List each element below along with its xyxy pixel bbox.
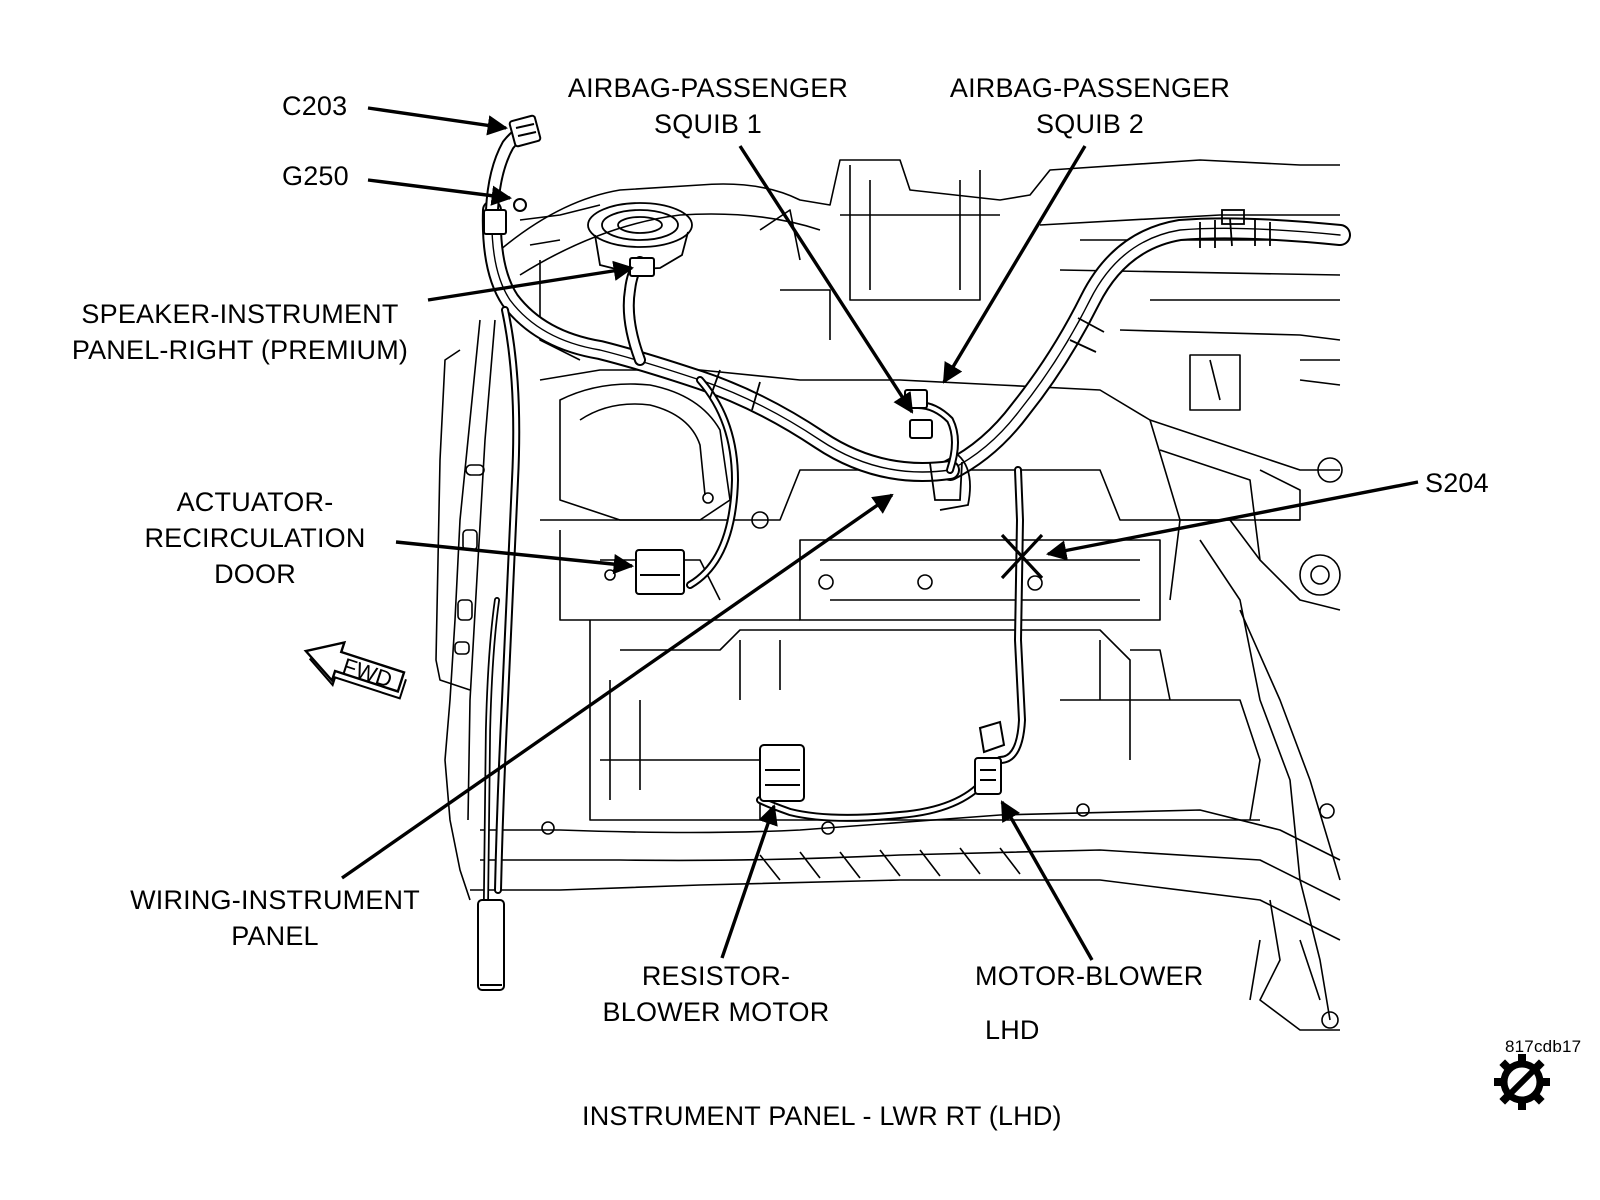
- label-g250: G250: [282, 161, 349, 191]
- label-c203: C203: [282, 91, 348, 121]
- label-airbag-squib-2: AIRBAG-PASSENGER SQUIB 2: [930, 70, 1250, 142]
- connectors: [483, 114, 1006, 802]
- label-s204: S204: [1425, 468, 1489, 498]
- label-airbag-squib-2-line1: AIRBAG-PASSENGER: [949, 73, 1231, 103]
- label-resistor-line2: BLOWER MOTOR: [602, 997, 830, 1027]
- label-airbag-squib-1-line1: AIRBAG-PASSENGER: [567, 73, 849, 103]
- panel-structure: [435, 159, 1343, 1031]
- label-motor-blower: MOTOR-BLOWER: [975, 961, 1204, 991]
- gear-slash-icon: [1494, 1054, 1550, 1110]
- label-speaker: SPEAKER-INSTRUMENT PANEL-RIGHT (PREMIUM): [40, 296, 440, 368]
- label-airbag-squib-1: AIRBAG-PASSENGER SQUIB 1: [548, 70, 868, 142]
- label-lhd: LHD: [985, 1015, 1040, 1045]
- s204-splice-mark: [1000, 533, 1044, 580]
- drain-tube: [477, 899, 505, 991]
- label-speaker-line1: SPEAKER-INSTRUMENT: [81, 299, 399, 329]
- label-wiring-line2: PANEL: [231, 921, 319, 951]
- label-resistor-line1: RESISTOR-: [641, 961, 791, 991]
- harness-clips: [709, 209, 1271, 511]
- label-speaker-line2: PANEL-RIGHT (PREMIUM): [71, 335, 409, 365]
- label-actuator-line2: RECIRCULATION: [144, 523, 366, 553]
- figure-id: 817cdb17: [1505, 1037, 1582, 1056]
- label-actuator-line3: DOOR: [214, 559, 296, 589]
- label-wiring-line1: WIRING-INSTRUMENT: [130, 885, 420, 915]
- diagram-caption: INSTRUMENT PANEL - LWR RT (LHD): [582, 1101, 1062, 1131]
- label-actuator-line1: ACTUATOR-: [176, 487, 334, 517]
- label-resistor: RESISTOR- BLOWER MOTOR: [566, 958, 866, 1030]
- label-actuator: ACTUATOR- RECIRCULATION DOOR: [120, 484, 390, 592]
- label-wiring: WIRING-INSTRUMENT PANEL: [100, 882, 450, 954]
- label-airbag-squib-1-line2: SQUIB 1: [654, 109, 762, 139]
- leader-arrows: [341, 106, 1419, 961]
- label-airbag-squib-2-line2: SQUIB 2: [1036, 109, 1144, 139]
- forward-arrow-icon: [303, 640, 407, 700]
- wiring-harness: [481, 123, 1351, 903]
